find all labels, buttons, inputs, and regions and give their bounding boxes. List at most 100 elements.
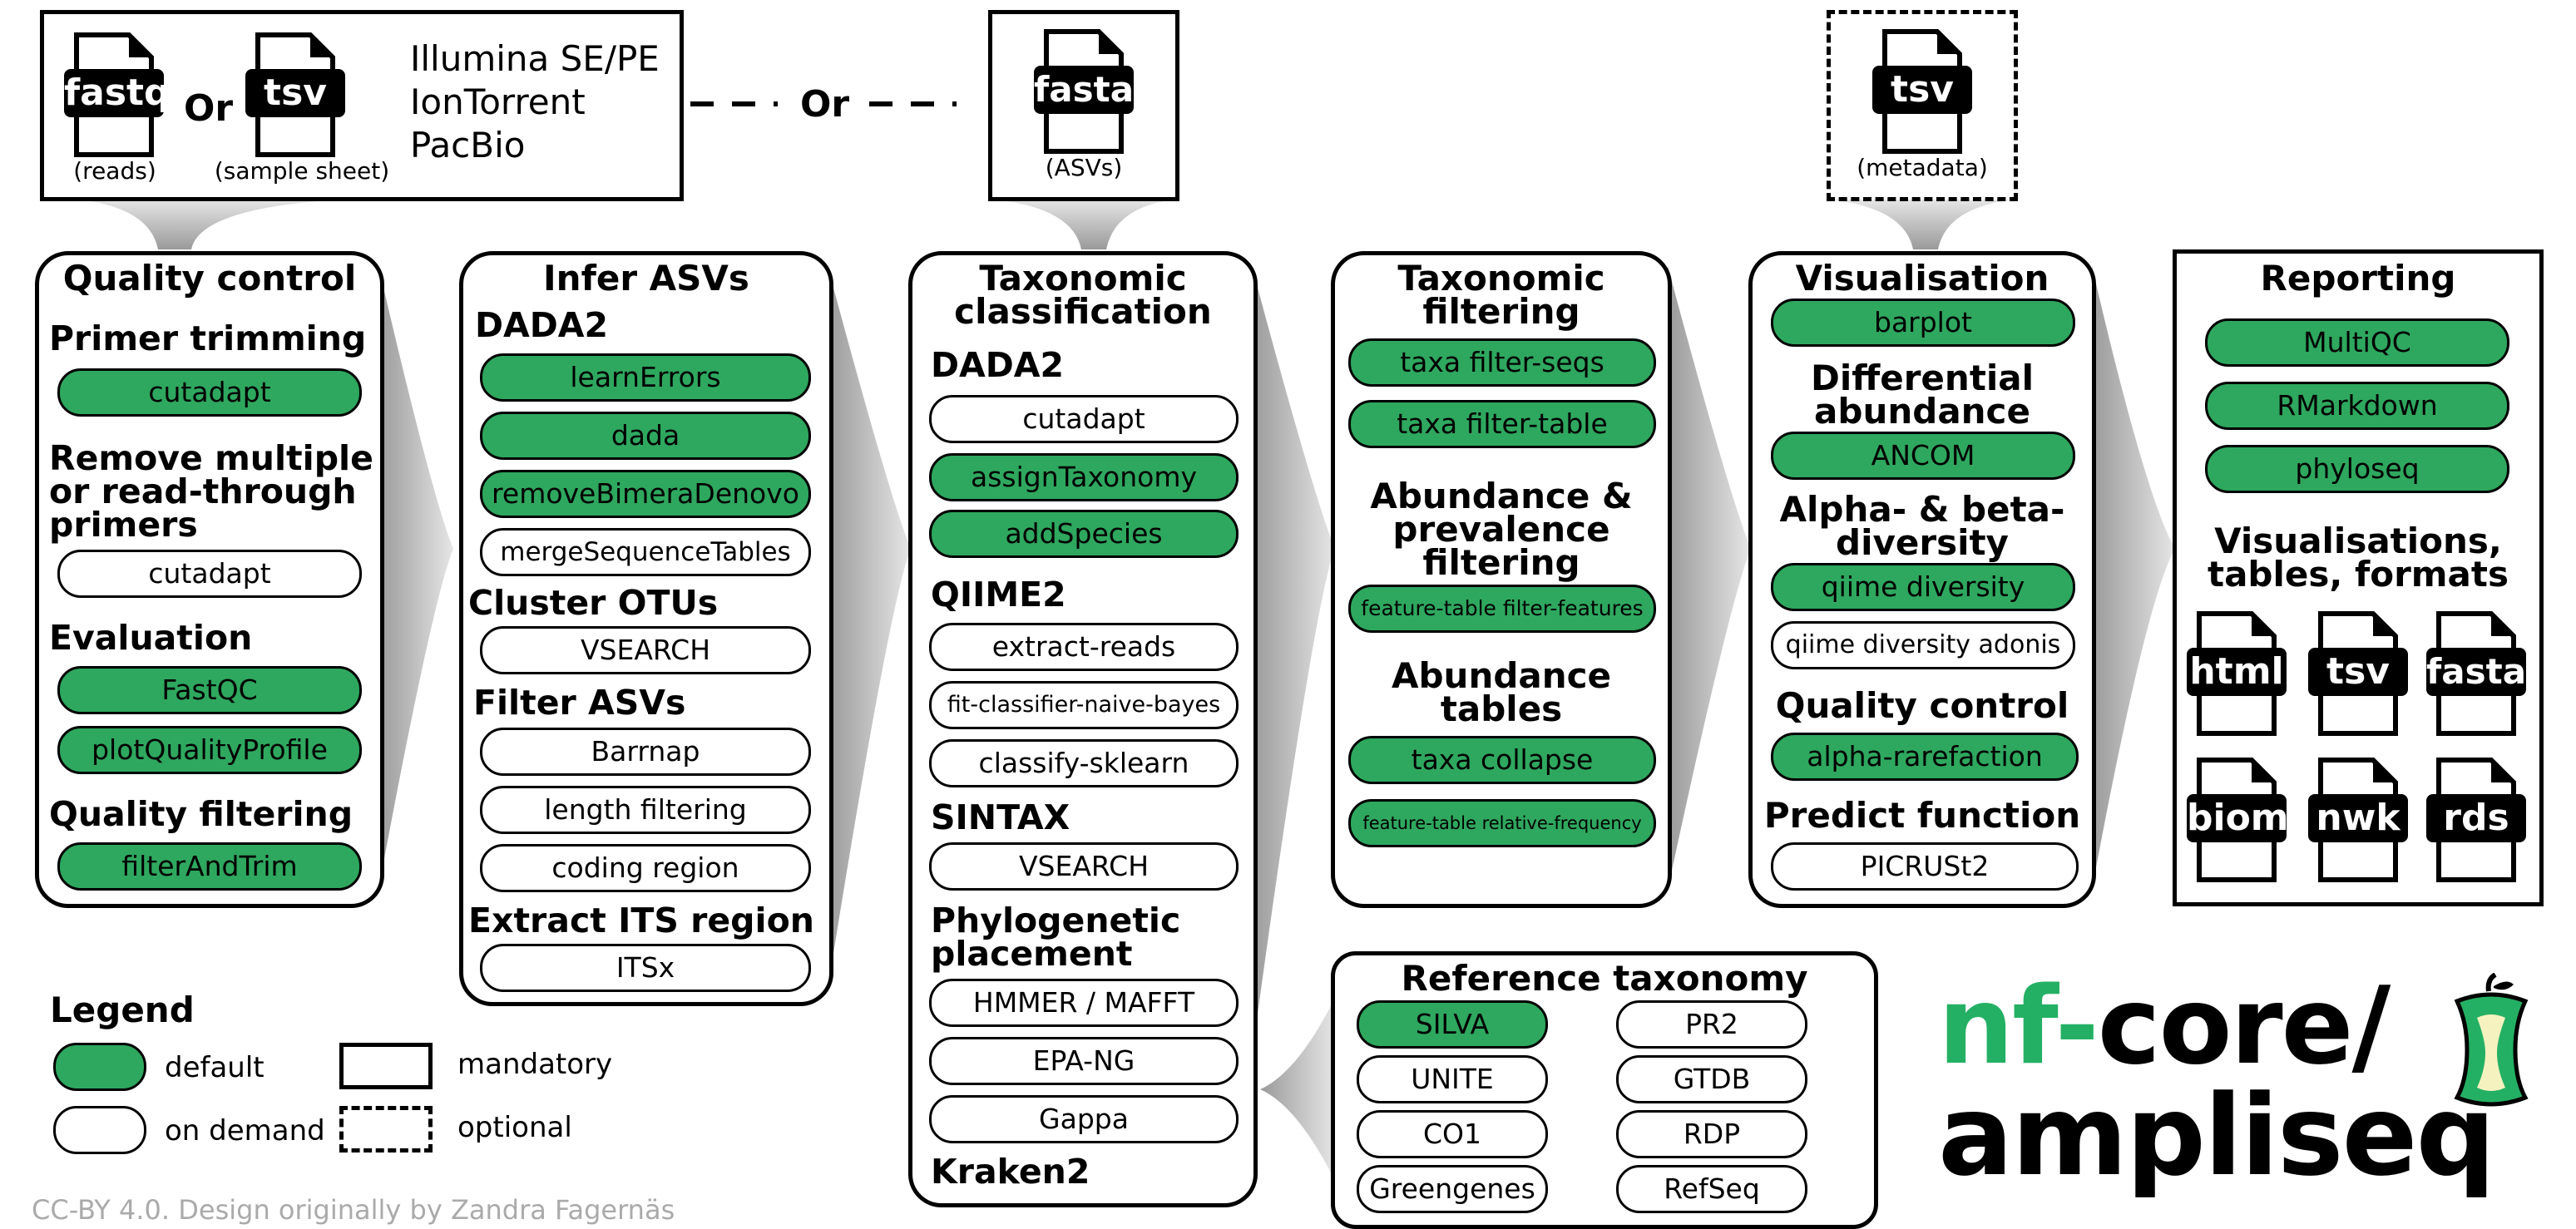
funnel-tax-to-taxfilter <box>1252 266 1335 1056</box>
fasta-report-file-icon: fasta <box>2426 611 2526 736</box>
ref-greengenes: Greengenes <box>1357 1165 1548 1213</box>
abundance-tables-heading: Abundance tables <box>1391 655 1612 729</box>
fasta-caption: (ASVs) <box>1045 154 1123 181</box>
legend-on-demand-label: on demand <box>165 1114 325 1148</box>
tool-removebimeradenovo: removeBimeraDenovo <box>480 470 811 518</box>
cluster-otus-heading: Cluster OTUs <box>468 583 719 623</box>
tool-cutadapt-tax: cutadapt <box>929 395 1239 443</box>
predict-function-heading: Predict function <box>1763 795 2081 836</box>
quality-control-panel: Quality control Primer trimming cutadapt… <box>35 251 384 908</box>
biom-file-icon: biom <box>2187 758 2289 882</box>
logo-ampliseq: ampliseq <box>1938 1071 2495 1201</box>
logo-line1: nf-core/ <box>1938 973 2391 1081</box>
vis-quality-control-heading: Quality control <box>1775 685 2069 726</box>
tool-epa-ng: EPA-NG <box>929 1037 1239 1085</box>
evaluation-heading: Evaluation <box>49 618 253 658</box>
legend: Legend default on demand mandatory optio… <box>47 990 629 1164</box>
tool-dada: dada <box>480 412 811 460</box>
tool-qiime-diversity: qiime diversity <box>1771 563 2075 611</box>
tool-feature-table-relative-frequency: feature-table relative-frequency <box>1348 799 1656 847</box>
ref-silva: SILVA <box>1357 1000 1548 1049</box>
fastq-file-icon: fastq <box>64 32 171 157</box>
nwk-file-tag: nwk <box>2308 794 2408 842</box>
abundance-prevalence-heading: Abundance & prevalence filtering <box>1370 476 1633 583</box>
infer-asvs-panel: Infer ASVs DADA2 learnErrors dada remove… <box>459 251 833 1006</box>
tool-addspecies: addSpecies <box>929 510 1239 558</box>
nf-core-logo: nf-core/ ampliseq <box>1938 973 2554 1222</box>
tool-hmmer-mafft: HMMER / MAFFT <box>929 979 1239 1027</box>
reference-taxonomy-panel: Reference taxonomy SILVA UNITE CO1 Green… <box>1331 951 1878 1229</box>
differential-abundance-heading: Differential abundance <box>1810 358 2035 432</box>
logo-nf: nf <box>1938 965 2057 1088</box>
or-label-asv: Or <box>800 83 850 126</box>
tool-rmarkdown: RMarkdown <box>2205 382 2509 430</box>
tool-mergesequencetables: mergeSequenceTables <box>480 528 811 576</box>
tool-picrust2: PICRUSt2 <box>1771 842 2079 891</box>
tool-phyloseq: phyloseq <box>2205 445 2509 493</box>
tool-barplot: barplot <box>1771 299 2075 347</box>
or-label: Or <box>184 87 234 130</box>
metadata-caption: (metadata) <box>1857 154 1988 181</box>
legend-default-label: default <box>165 1051 265 1084</box>
visualisations-formats-heading: Visualisations, tables, formats <box>2208 521 2509 595</box>
metadata-input-box: tsv (metadata) <box>1827 10 2018 201</box>
fasta-file-tag: fasta <box>1034 66 1134 114</box>
legend-optional-label: optional <box>457 1111 572 1144</box>
credit-text: CC-BY 4.0. Design originally by Zandra F… <box>32 1194 675 1226</box>
tool-extract-reads: extract-reads <box>929 623 1239 671</box>
tool-length-filtering: length filtering <box>480 786 811 834</box>
fasta-file-icon: fasta <box>1034 29 1134 154</box>
tool-qiime-diversity-adonis: qiime diversity adonis <box>1771 621 2075 669</box>
sample-sheet-file-tag: tsv <box>245 69 345 117</box>
fasta-input-box: fasta (ASVs) <box>988 10 1179 201</box>
logo-dash: - <box>2054 965 2099 1088</box>
ref-unite: UNITE <box>1357 1055 1548 1103</box>
legend-mandatory-swatch <box>339 1043 433 1089</box>
alpha-beta-diversity-heading: Alpha- & beta- diversity <box>1779 489 2065 563</box>
quality-filtering-heading: Quality filtering <box>49 794 354 834</box>
html-file-icon: html <box>2187 611 2287 736</box>
platform-iontorrent: IonTorrent <box>410 81 586 122</box>
kraken2-heading: Kraken2 <box>931 1152 1090 1192</box>
visualisation-title: Visualisation <box>1795 258 2049 299</box>
tsv-report-file-tag: tsv <box>2308 648 2408 696</box>
html-file-tag: html <box>2187 648 2287 696</box>
sintax-heading: SINTAX <box>931 797 1070 837</box>
ref-rdp: RDP <box>1616 1110 1807 1158</box>
filter-asvs-heading: Filter ASVs <box>473 683 686 723</box>
platform-pacbio: PacBio <box>410 125 526 165</box>
tool-multiqc: MultiQC <box>2205 318 2509 367</box>
tool-cutadapt-remove: cutadapt <box>57 550 362 598</box>
taxonomic-classification-title: Taxonomic classification <box>954 258 1212 332</box>
rds-file-icon: rds <box>2426 758 2526 882</box>
tool-itsx: ITSx <box>480 944 811 992</box>
rds-file-tag: rds <box>2426 794 2526 842</box>
ref-pr2: PR2 <box>1616 1000 1807 1049</box>
tool-fit-classifier-naive-bayes: fit-classifier-naive-bayes <box>929 681 1239 729</box>
tool-coding-region: coding region <box>480 844 811 892</box>
tool-taxa-filter-table: taxa filter-table <box>1348 400 1656 448</box>
funnel-metadata-to-vis <box>1830 200 2013 249</box>
legend-optional-swatch <box>339 1106 433 1152</box>
platform-list: Illumina SE/PE IonTorrent PacBio <box>410 37 660 167</box>
funnel-vis-to-report <box>2092 266 2175 890</box>
apple-core-icon <box>2454 973 2529 1107</box>
metadata-file-icon: tsv <box>1872 29 1972 154</box>
taxonomic-classification-panel: Taxonomic classification DADA2 cutadapt … <box>908 251 1258 1207</box>
phylogenetic-placement-heading: Phylogenetic placement <box>931 901 1181 974</box>
biom-file-tag: biom <box>2187 794 2289 842</box>
tax-dada2-heading: DADA2 <box>931 345 1065 385</box>
primer-trimming-heading: Primer trimming <box>49 318 367 358</box>
tool-vsearch-sintax: VSEARCH <box>929 842 1239 891</box>
tool-barrnap: Barrnap <box>480 728 811 776</box>
tool-alpha-rarefaction: alpha-rarefaction <box>1771 733 2079 781</box>
extract-its-heading: Extract ITS region <box>468 901 814 940</box>
tool-gappa: Gappa <box>929 1095 1239 1143</box>
visualisation-panel: Visualisation barplot Differential abund… <box>1748 251 2096 908</box>
tool-plotqualityprofile: plotQualityProfile <box>57 726 362 774</box>
tool-filterandtrim: filterAndTrim <box>57 842 362 891</box>
infer-asvs-title: Infer ASVs <box>543 258 749 299</box>
ref-gtdb: GTDB <box>1616 1055 1807 1103</box>
fasta-report-file-tag: fasta <box>2426 648 2526 696</box>
tool-taxa-collapse: taxa collapse <box>1348 736 1656 784</box>
